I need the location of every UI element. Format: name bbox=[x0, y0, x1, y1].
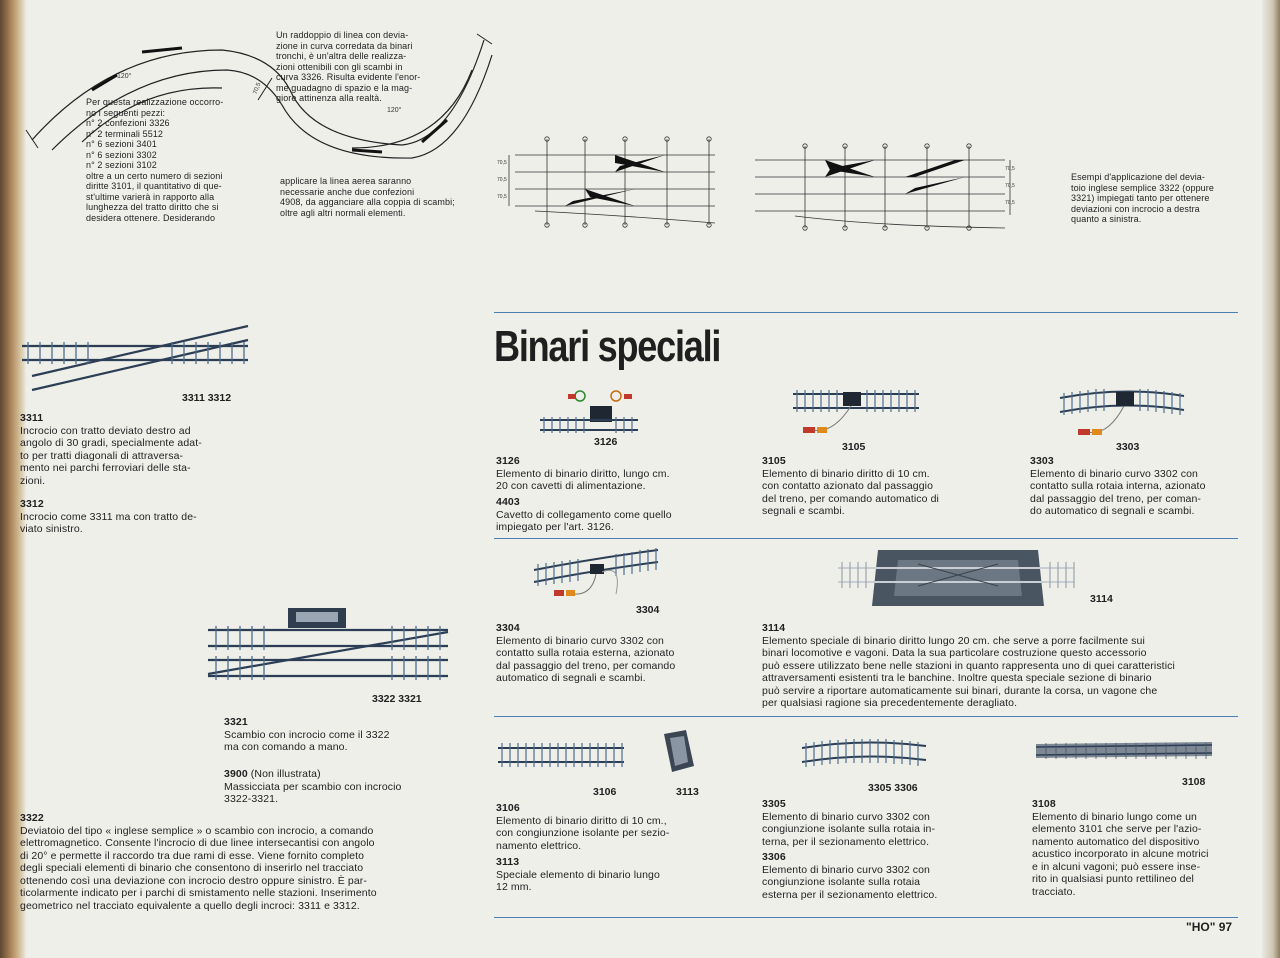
item-code: 3311 bbox=[20, 412, 44, 424]
angle-label-right: 120° bbox=[387, 106, 402, 114]
item-code: 3105 bbox=[762, 455, 786, 467]
item-3322: 3322 Deviatoio del tipo « inglese sempli… bbox=[20, 812, 450, 912]
dim-label-4: 70,5 bbox=[1005, 166, 1015, 172]
image-label-3304: 3304 bbox=[636, 604, 660, 616]
dim-label-6: 70,5 bbox=[1005, 200, 1015, 206]
image-label-3108: 3108 bbox=[1182, 776, 1206, 788]
item-code: 3113 bbox=[496, 856, 520, 868]
dim-label-1: 70,5 bbox=[497, 160, 507, 166]
dim-label-3: 70,5 bbox=[497, 194, 507, 200]
track-3108-image bbox=[1035, 742, 1213, 759]
item-code: 3106 bbox=[496, 802, 520, 814]
image-label-3303: 3303 bbox=[1116, 441, 1140, 453]
track-3105-image bbox=[793, 390, 919, 433]
intro-right-text: Un raddoppio di linea con devia-zione in… bbox=[276, 30, 421, 103]
dim-label-2: 70,5 bbox=[497, 177, 507, 183]
item-code: 3306 bbox=[762, 851, 786, 863]
page-title: Binari speciali bbox=[494, 322, 721, 371]
item-3126: 3126 Elemento di binario diritto, lungo … bbox=[496, 455, 736, 493]
crossing-diagram-left: 70,5 70,5 70,5 bbox=[497, 136, 716, 228]
section-rule-2 bbox=[494, 716, 1238, 717]
image-label-3106: 3106 bbox=[593, 786, 617, 798]
example-caption: Esempi d'applicazione del devia-toio ing… bbox=[1071, 172, 1214, 224]
page-edge bbox=[1262, 0, 1280, 958]
item-3105: 3105 Elemento di binario diritto di 10 c… bbox=[762, 455, 1002, 518]
image-label-3322-3321: 3322 3321 bbox=[372, 693, 422, 705]
page-footer: "HO" 97 bbox=[1186, 920, 1232, 934]
item-code: 3108 bbox=[1032, 798, 1056, 810]
heading-rule bbox=[494, 312, 1238, 313]
item-3311: 3311 Incrocio con tratto deviato destro … bbox=[20, 412, 240, 487]
item-code: 3900 bbox=[224, 768, 248, 780]
item-code: 3312 bbox=[20, 498, 44, 510]
image-label-3126: 3126 bbox=[594, 436, 618, 448]
item-code: 3305 bbox=[762, 798, 786, 810]
image-label-3305-3306: 3305 3306 bbox=[868, 782, 918, 794]
image-label-3311-3312: 3311 3312 bbox=[182, 392, 232, 404]
section-rule-1 bbox=[494, 538, 1238, 539]
track-3304-image bbox=[533, 548, 659, 596]
item-3312: 3312 Incrocio come 3311 ma con tratto de… bbox=[20, 498, 240, 536]
item-4403: 4403 Cavetto di collegamento come quello… bbox=[496, 496, 736, 534]
intro-left-text: Per questa realizzazione occorro-no i se… bbox=[86, 97, 224, 223]
track-3126-image bbox=[540, 390, 638, 433]
item-3114: 3114 Elemento speciale di binario diritt… bbox=[762, 622, 1242, 710]
item-code: 3321 bbox=[224, 716, 248, 728]
footer-brand: "HO" bbox=[1186, 920, 1216, 934]
track-3303-image bbox=[1059, 389, 1185, 435]
track-3305-image bbox=[801, 739, 927, 767]
page-binding bbox=[0, 0, 26, 958]
dimension-label: 70,5 bbox=[253, 81, 263, 95]
item-code: 3304 bbox=[496, 622, 520, 634]
item-code: 3322 bbox=[20, 812, 44, 824]
curved-layout-diagram: 120° 120° 70,5 bbox=[25, 33, 493, 159]
crossing-3311-image bbox=[22, 324, 249, 392]
dim-label-5: 70,5 bbox=[1005, 183, 1015, 189]
item-code: 3303 bbox=[1030, 455, 1054, 467]
switch-3322-image bbox=[207, 608, 449, 680]
page-number: 97 bbox=[1218, 920, 1233, 934]
item-code: 3126 bbox=[496, 455, 520, 467]
image-label-3114: 3114 bbox=[1090, 593, 1113, 605]
item-3106: 3106 Elemento di binario diritto di 10 c… bbox=[496, 802, 736, 852]
angle-label-left: 120° bbox=[117, 72, 132, 80]
track-3106-image bbox=[498, 743, 624, 767]
item-code: 4403 bbox=[496, 496, 520, 508]
section-rule-3 bbox=[494, 917, 1238, 918]
item-3900: 3900 (Non illustrata) Massicciata per sc… bbox=[224, 768, 402, 805]
crossing-diagram-right: 70,5 70,5 70,5 bbox=[755, 143, 1015, 231]
item-code: 3114 bbox=[762, 622, 786, 634]
image-label-3105: 3105 bbox=[842, 441, 866, 453]
rerailer-3114-image bbox=[838, 550, 1075, 606]
image-label-3113: 3113 bbox=[676, 786, 699, 798]
track-3113-image bbox=[664, 730, 694, 772]
